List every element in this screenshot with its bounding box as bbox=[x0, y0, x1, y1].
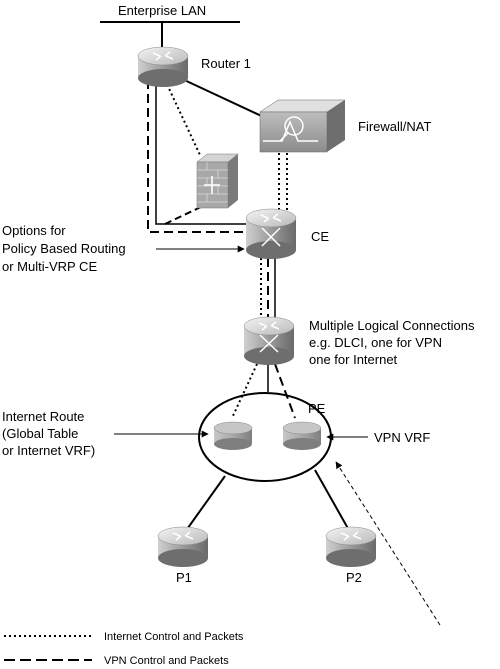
ce-label: CE bbox=[311, 229, 329, 244]
solid-path-router1-ce bbox=[155, 80, 248, 225]
pe-p2-link bbox=[314, 469, 351, 533]
pe-p1-link bbox=[184, 475, 226, 533]
incoming-dashed-arrow bbox=[335, 461, 441, 626]
enterprise-lan-label: Enterprise LAN bbox=[118, 3, 206, 18]
p2-label: P2 bbox=[346, 570, 362, 585]
pe-label: PE bbox=[308, 401, 326, 416]
mlc-label-line1: Multiple Logical Connections bbox=[309, 318, 475, 333]
firewall-nat-icon bbox=[259, 99, 346, 153]
internet-route-line3: or Internet VRF) bbox=[2, 443, 95, 458]
options-label-line2: Policy Based Routing bbox=[2, 241, 126, 256]
router1-icon bbox=[137, 46, 189, 87]
vpn-vrf-label: VPN VRF bbox=[374, 430, 430, 445]
mlc-label-line3: one for Internet bbox=[309, 352, 398, 367]
mlc-router-icon bbox=[243, 316, 295, 365]
vpn-vrf-icon bbox=[282, 421, 322, 450]
options-label-line3: or Multi-VRP CE bbox=[2, 259, 97, 274]
ce-router-icon bbox=[245, 208, 297, 259]
p1-router-icon bbox=[157, 526, 209, 567]
legend-internet-label: Internet Control and Packets bbox=[104, 631, 244, 643]
mlc-inet-dotted bbox=[231, 363, 258, 419]
brick-firewall-icon bbox=[196, 153, 239, 209]
internet-route-line2: (Global Table bbox=[2, 426, 78, 441]
dotted-router1-brick bbox=[164, 79, 201, 156]
router1-label: Router 1 bbox=[201, 56, 251, 71]
firewall-nat-label: Firewall/NAT bbox=[358, 119, 431, 134]
router1-firewall-link bbox=[179, 77, 271, 121]
options-label-line1: Options for bbox=[2, 223, 66, 238]
p1-label: P1 bbox=[176, 570, 192, 585]
vpn-path-router1-ce bbox=[147, 80, 248, 233]
mlc-vpn-dashed bbox=[274, 363, 296, 419]
internet-vrf-icon bbox=[213, 421, 253, 450]
p2-router-icon bbox=[325, 526, 377, 567]
mlc-label-line2: e.g. DLCI, one for VPN bbox=[309, 335, 442, 350]
internet-route-line1: Internet Route bbox=[2, 409, 84, 424]
legend-vpn-label: VPN Control and Packets bbox=[104, 655, 229, 667]
